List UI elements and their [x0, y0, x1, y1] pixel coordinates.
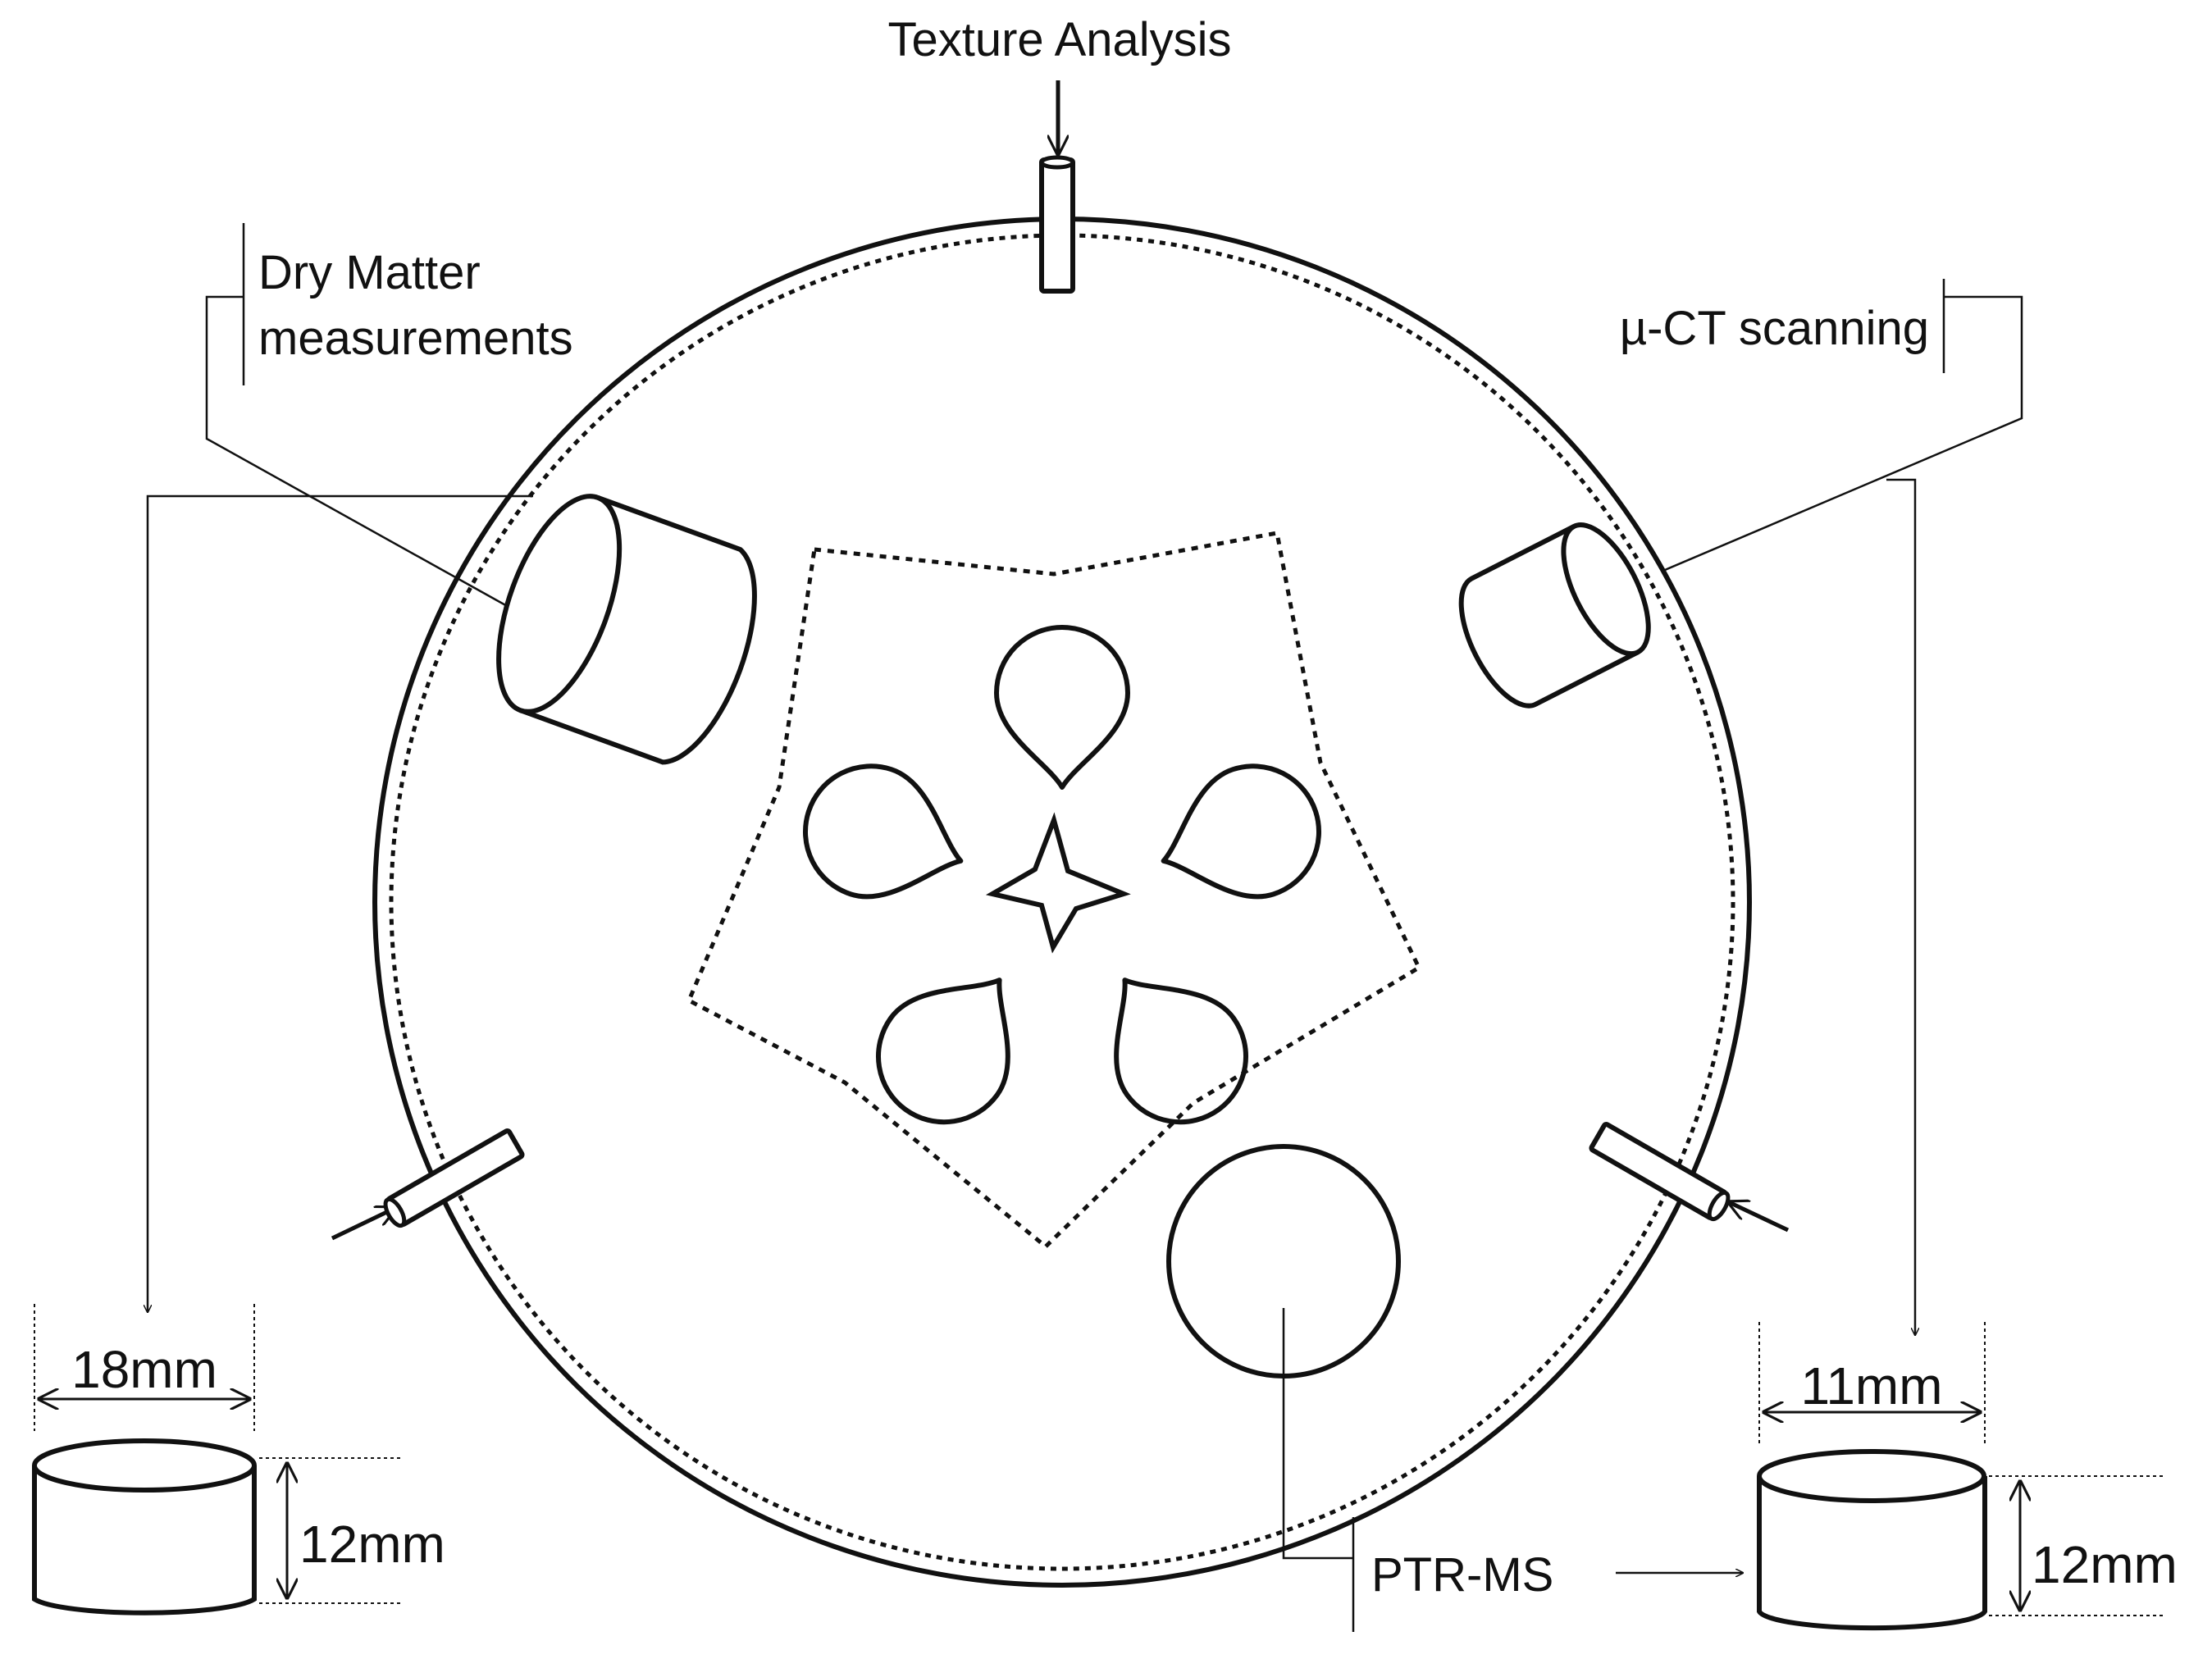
core-region-dotted-outline — [686, 531, 1422, 1250]
texture-probe — [1039, 80, 1075, 294]
core-star — [985, 812, 1131, 954]
left-width-label: 18mm — [71, 1340, 217, 1399]
micro-ct-cylinder — [1458, 522, 1651, 709]
right-width-label: 11mm — [1800, 1356, 1942, 1415]
left-sample-cylinder — [32, 1304, 402, 1616]
seed-cavity — [1114, 978, 1248, 1125]
right-height-label: 12mm — [2032, 1535, 2178, 1594]
ptr-ms-callout — [1282, 1308, 1743, 1632]
outer-rim — [372, 216, 1752, 1588]
seed-cavity — [1161, 763, 1321, 900]
seed-cavity — [803, 763, 964, 900]
dry-matter-label-line2: measurements — [258, 312, 573, 365]
dry-matter-cylinder — [496, 494, 757, 765]
seed-cavities — [803, 625, 1321, 1125]
left-height-label: 12mm — [299, 1515, 445, 1574]
seed-cavity — [876, 978, 1010, 1125]
right-sample-cylinder — [1757, 1322, 2165, 1631]
left-side-probe — [331, 1128, 525, 1241]
seed-cavity — [994, 625, 1130, 790]
micro-ct-callout — [1664, 279, 2023, 1335]
dry-matter-callout — [148, 223, 533, 1312]
right-side-probe — [1589, 1122, 1790, 1233]
ptr-ms-label: PTR-MS — [1371, 1548, 1553, 1602]
dry-matter-label-line1: Dry Matter — [258, 246, 481, 299]
texture-analysis-label: Texture Analysis — [887, 13, 1231, 66]
sample-disc — [372, 216, 1752, 1588]
micro-ct-label: µ-CT scanning — [1620, 302, 1929, 355]
inner-dotted-rim — [389, 233, 1735, 1571]
